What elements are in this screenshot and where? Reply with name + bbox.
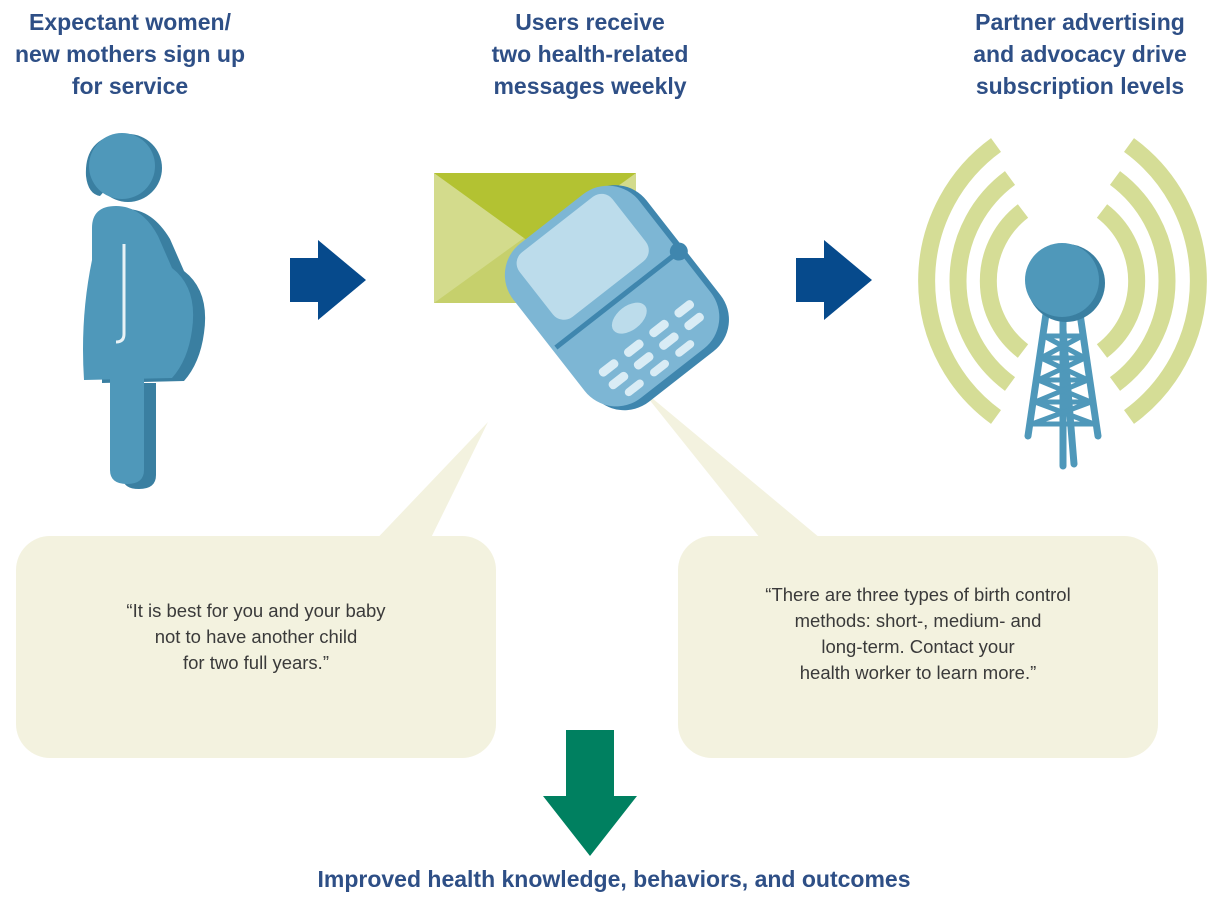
- flow-arrow-2: [796, 240, 872, 320]
- message-quote-1: “It is best for you and your baby not to…: [126, 600, 386, 673]
- step-2-heading: Users receive two health-related message…: [491, 9, 689, 99]
- mobile-phone-icon: [504, 185, 729, 411]
- outcome-label: Improved health knowledge, behaviors, an…: [317, 866, 911, 892]
- outcome-arrow: [543, 730, 637, 856]
- left-message-bubble: [16, 536, 496, 758]
- right-message-bubble: [678, 536, 1158, 758]
- left-bubble-tail: [368, 422, 488, 548]
- flow-arrow-1: [290, 240, 366, 320]
- pregnant-woman-icon: [83, 133, 206, 489]
- step-3-heading: Partner advertising and advocacy drive s…: [973, 9, 1187, 99]
- step-1-heading: Expectant women/ new mothers sign up for…: [14, 9, 246, 99]
- message-quote-2: “There are three types of birth control …: [765, 584, 1071, 683]
- right-bubble-tail: [640, 388, 832, 548]
- broadcast-tower-icon: [918, 138, 1207, 470]
